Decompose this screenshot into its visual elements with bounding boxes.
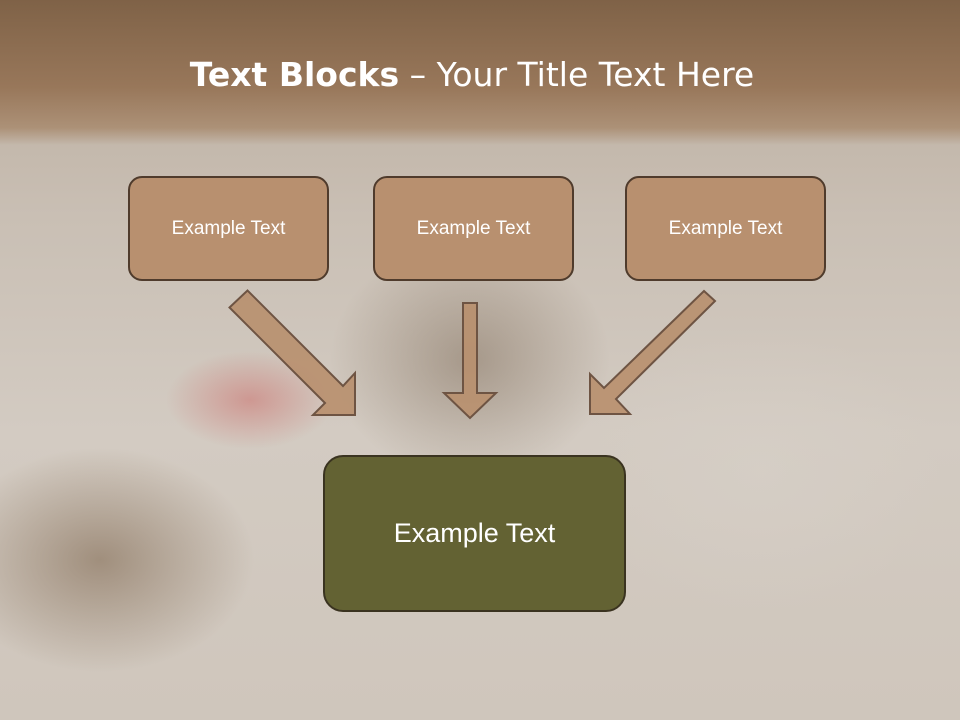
result-block: Example Text [323,455,626,612]
arrow-center-down [441,302,499,420]
title-bold-part: Text Blocks [189,55,400,94]
title-regular-part: – Your Title Text Here [399,55,755,94]
text-block-2: Example Text [373,176,574,281]
text-block-1: Example Text [128,176,329,281]
text-block-3: Example Text [625,176,826,281]
arrow-left-to-center [228,289,356,416]
title-band [0,0,960,145]
slide-title: Text Blocks – Your Title Text Here [0,52,944,98]
arrow-right-to-center [589,289,717,415]
